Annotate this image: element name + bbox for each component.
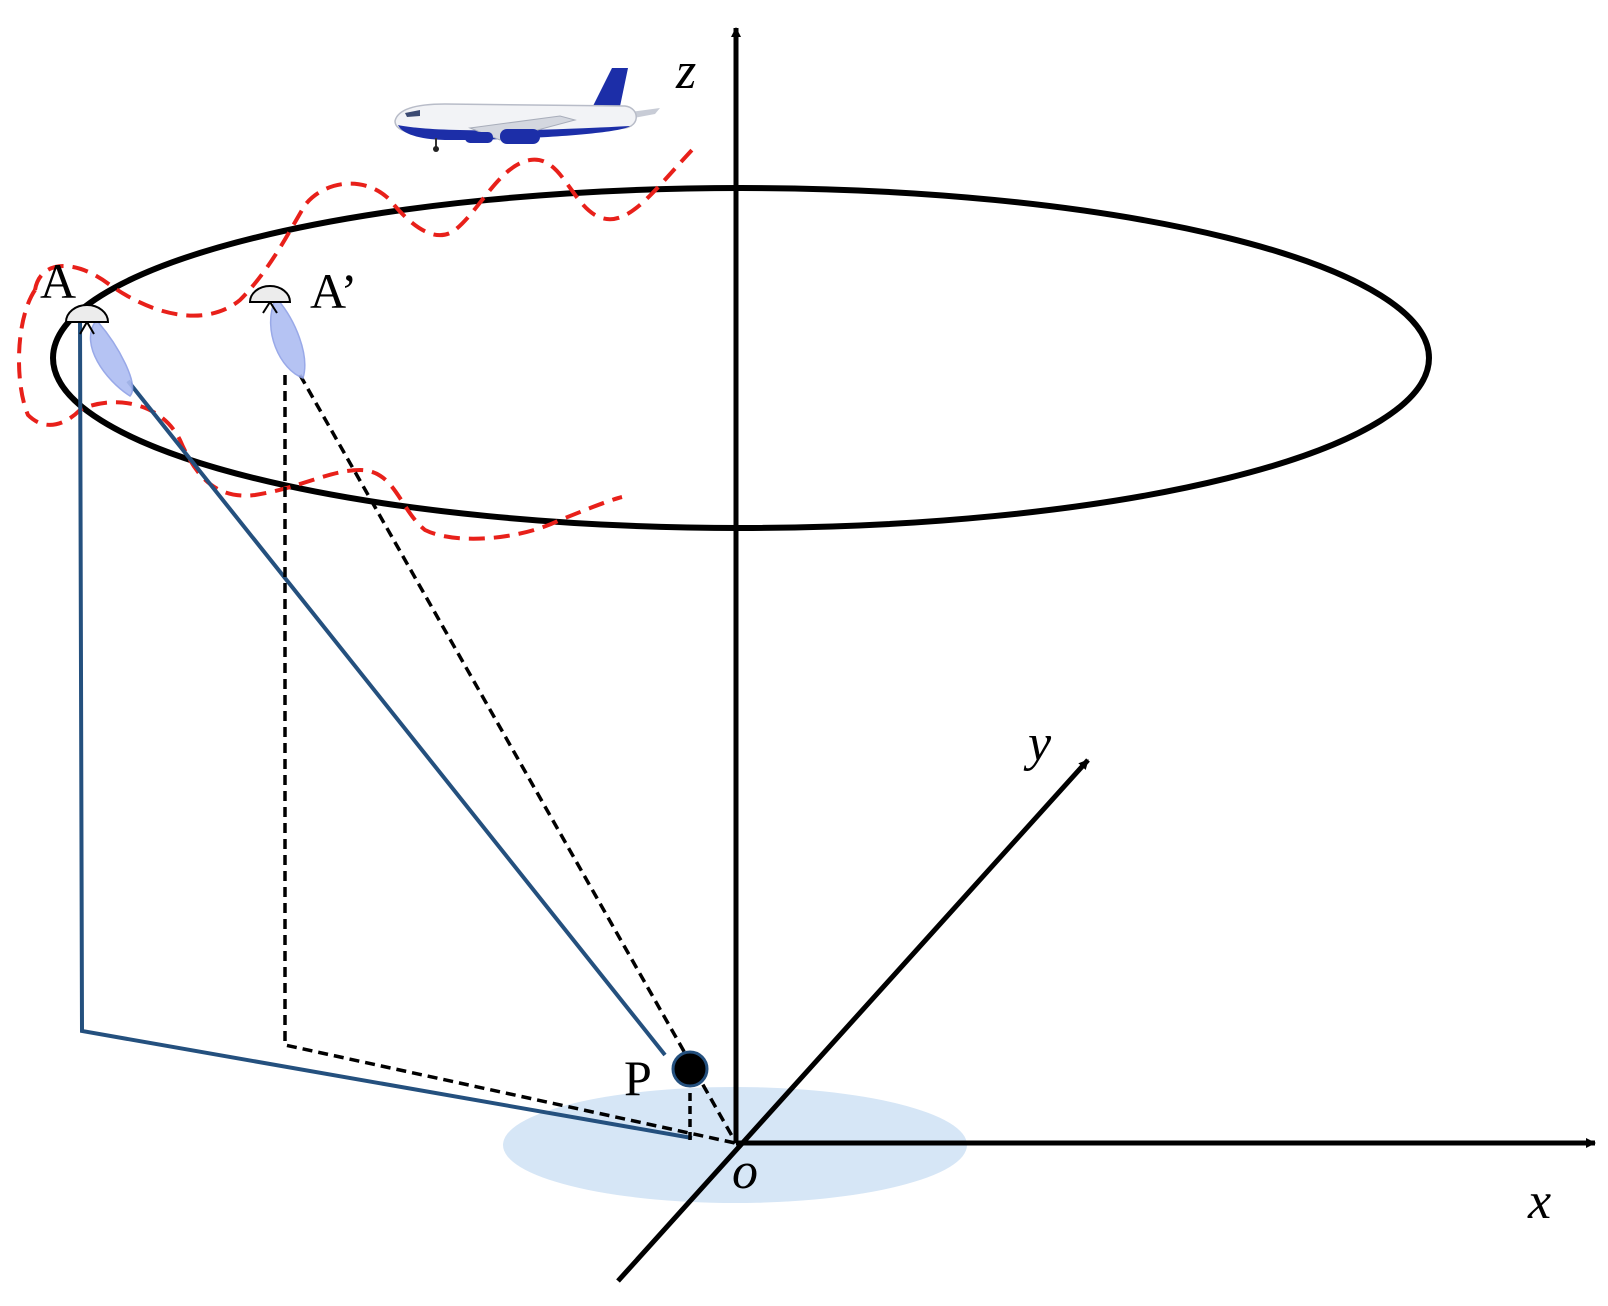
beam-a: [89, 321, 134, 397]
antenna-a-label: A: [40, 253, 76, 309]
antenna-dish-icon: [248, 285, 292, 314]
beam-a-prime: [270, 299, 306, 379]
z-axis-label: z: [675, 43, 696, 100]
airplane-icon: [394, 68, 660, 152]
origin-label: o: [732, 1143, 758, 1200]
antenna-a-prime-label: A’: [310, 263, 357, 319]
antenna-dish-icon: [64, 304, 110, 335]
target-point-label: P: [624, 1050, 652, 1106]
x-axis-label: x: [1527, 1173, 1551, 1230]
y-axis: [616, 758, 1090, 1283]
slant-line-dashed: [283, 375, 736, 1145]
flight-path-lower: [17, 288, 623, 541]
circular-orbit: [50, 185, 1432, 531]
slant-range-dashed: [298, 374, 738, 1144]
target-point: [671, 1050, 709, 1088]
slant-line-solid: [78, 317, 693, 1140]
y-axis-label: y: [1023, 715, 1052, 772]
slant-range-solid: [126, 379, 667, 1057]
flight-path-upper: [33, 148, 694, 318]
